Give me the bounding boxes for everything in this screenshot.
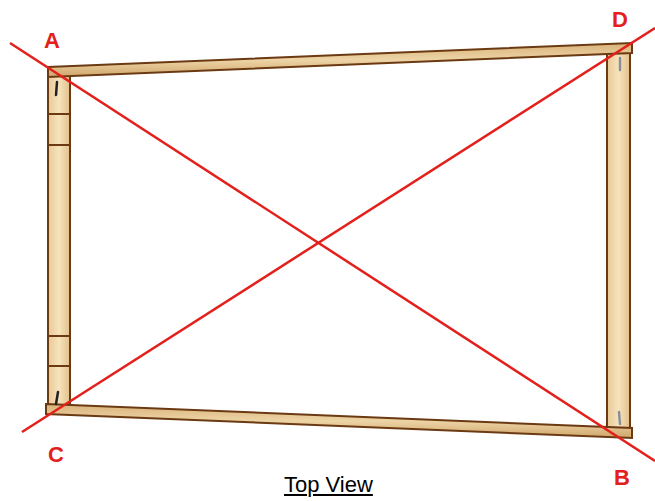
left-board [48,70,70,412]
top-board [48,43,632,77]
diagonal-lines [10,28,655,461]
corner-label: B [614,467,630,489]
corner-label: D [612,9,628,31]
nail-marks [56,58,620,424]
corner-label: C [48,444,64,466]
caption: Top View [284,474,373,496]
right-board [607,47,630,433]
bottom-board [46,404,632,438]
corner-label: A [44,30,60,52]
board-marks [49,114,69,366]
